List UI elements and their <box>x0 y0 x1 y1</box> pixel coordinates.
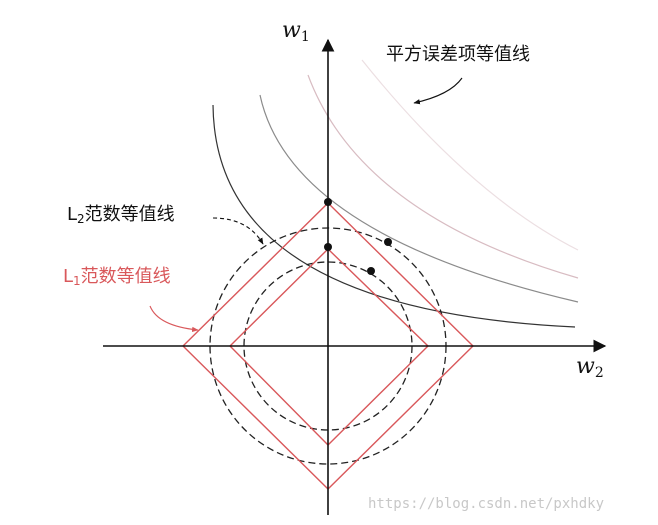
l1-label-pointer <box>149 305 199 333</box>
error-contour-3 <box>307 74 579 279</box>
w2-subscript: 2 <box>594 365 604 381</box>
l2-norm-label: L2范数等值线 <box>67 204 175 226</box>
tangent-point-l1-outer <box>324 198 332 206</box>
l2-text: 范数等值线 <box>84 204 175 225</box>
l1-diamond-inner <box>229 248 430 446</box>
watermark: https://blog.csdn.net/pxhdky <box>368 496 605 512</box>
w1-name: w <box>282 18 301 43</box>
tangent-point-l1-inner <box>324 243 332 251</box>
w2-axis-label: w2 <box>576 354 604 381</box>
squared-error-label: 平方误差项等值线 <box>386 44 530 65</box>
l2-label-pointer <box>212 217 264 245</box>
l2-letter: L <box>67 204 78 225</box>
error-contour-2 <box>259 94 579 303</box>
error-contour-1 <box>212 104 576 328</box>
l1-norm-label: L1范数等值线 <box>63 266 171 288</box>
l2-subscript: 2 <box>77 212 85 226</box>
w1-axis-label: w1 <box>282 18 310 45</box>
tangent-point-l2-inner <box>367 267 375 275</box>
l1-subscript: 1 <box>73 274 81 288</box>
squared-error-pointer <box>413 77 463 105</box>
l1-text: 范数等值线 <box>80 266 171 287</box>
w1-subscript: 1 <box>300 29 310 45</box>
tangent-point-l2-outer <box>384 238 392 246</box>
l1-letter: L <box>63 266 74 287</box>
w2-name: w <box>576 354 595 379</box>
error-contour-4 <box>361 59 579 251</box>
